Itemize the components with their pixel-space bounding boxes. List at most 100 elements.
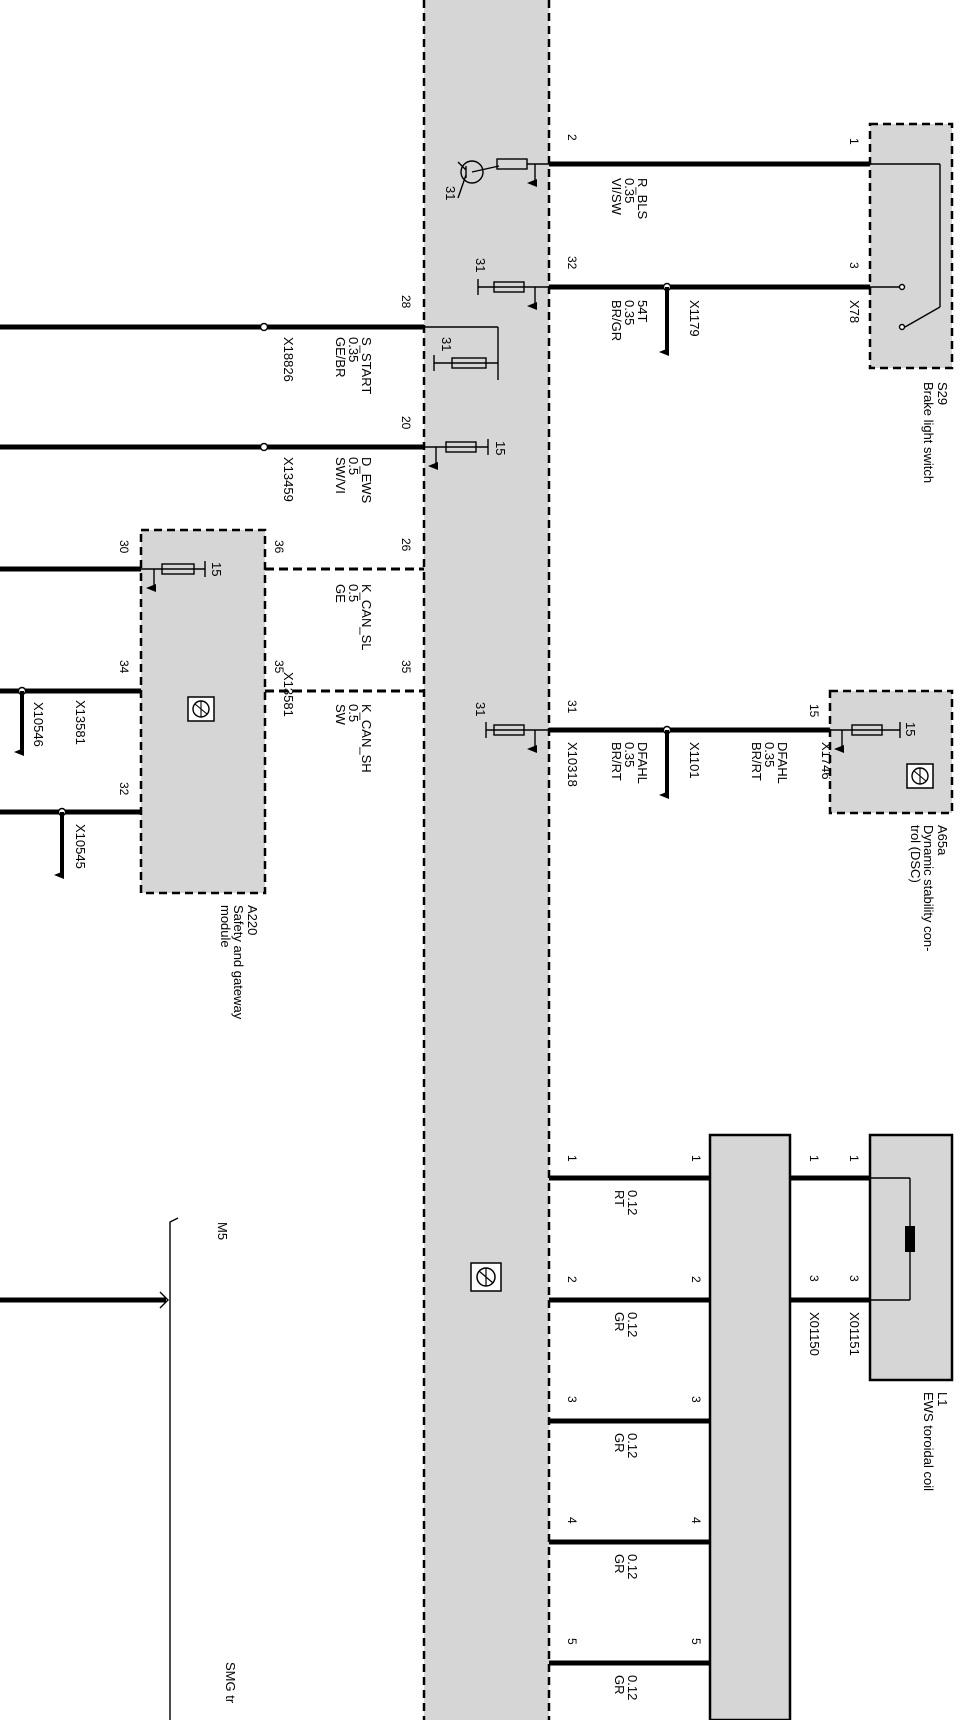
svg-text:S_START: S_START — [359, 337, 374, 394]
resistor-icon: 31 — [473, 258, 549, 310]
pin-2-label: 2 — [565, 134, 579, 141]
svg-text:0.12: 0.12 — [625, 1190, 640, 1215]
svg-text:SW/VI: SW/VI — [333, 457, 348, 494]
svg-text:0.35: 0.35 — [622, 178, 637, 203]
pin-20-label: 20 — [399, 416, 413, 430]
d-ews-wire-label: D_EWS 0.5 SW/VI X13459 — [281, 457, 374, 504]
svg-text:5: 5 — [565, 1638, 579, 1645]
svg-text:module: module — [218, 905, 233, 948]
resistor-icon: 15 — [141, 561, 224, 592]
svg-text:0.12: 0.12 — [625, 1312, 640, 1337]
svg-text:0.12: 0.12 — [625, 1433, 640, 1458]
svg-text:D_EWS: D_EWS — [359, 457, 374, 504]
l1-connector-label: X01151 — [847, 1312, 862, 1356]
svg-text:L1: L1 — [935, 1392, 950, 1406]
a65a-module-body — [830, 691, 952, 813]
svg-text:X13581: X13581 — [281, 672, 296, 717]
svg-text:X1179: X1179 — [687, 300, 702, 337]
svg-text:0.12: 0.12 — [625, 1675, 640, 1700]
svg-text:0.5: 0.5 — [346, 584, 361, 602]
svg-text:GR: GR — [612, 1675, 627, 1695]
svg-text:Safety and gateway: Safety and gateway — [231, 905, 246, 1020]
54t-wire-label: 54T 0.35 BR/GR X1179 — [609, 300, 702, 341]
wire-node — [259, 442, 269, 452]
l1-caption: L1 EWS toroidal coil — [921, 1392, 950, 1491]
pin-32-label: 32 — [565, 256, 579, 270]
note-m5: M5 — [215, 1222, 230, 1240]
a65a-module-border — [828, 689, 954, 815]
svg-text:Dynamic stability con-: Dynamic stability con- — [921, 825, 936, 951]
svg-text:3: 3 — [689, 1396, 703, 1403]
ground-31-label: 31 — [473, 258, 488, 272]
resistor-icon: 15 — [424, 439, 508, 470]
a65a-pin-15-label: 15 — [807, 704, 821, 718]
a220-connector-label: X10546 — [31, 702, 46, 747]
svg-text:X13459: X13459 — [281, 457, 296, 502]
svg-text:54T: 54T — [635, 300, 650, 322]
supply-15-label: 15 — [493, 441, 508, 455]
s29-caption: S29 Brake light switch — [921, 382, 950, 483]
module-chip-icon — [906, 763, 934, 789]
l1-pin-label: 3 — [807, 1275, 821, 1282]
pin-26-label: 26 — [399, 538, 413, 552]
l1-pin-label: 3 — [847, 1275, 861, 1282]
supply-15-label: 15 — [209, 562, 224, 576]
svg-text:GE/BR: GE/BR — [333, 337, 348, 377]
svg-text:GR: GR — [612, 1554, 627, 1574]
svg-text:EWS toroidal coil: EWS toroidal coil — [921, 1392, 936, 1491]
bottom-wire-3: 3 3 0.12 GR — [549, 1396, 710, 1458]
a220-pin-34-label: 34 — [117, 660, 131, 674]
l1-connector-label: X01150 — [807, 1312, 822, 1356]
ground-31-label: 31 — [473, 702, 488, 716]
svg-text:DFAHL: DFAHL — [635, 742, 650, 784]
svg-text:3: 3 — [565, 1396, 579, 1403]
svg-text:R_BLS: R_BLS — [635, 178, 650, 220]
svg-text:BR/RT: BR/RT — [749, 742, 764, 781]
k-can-sh-wire-label: K_CAN_SH 0.5 SW X13581 — [281, 672, 374, 773]
svg-text:K_CAN_SL: K_CAN_SL — [359, 584, 374, 650]
svg-text:0.35: 0.35 — [346, 337, 361, 362]
pin-35-label: 35 — [399, 660, 413, 674]
switch-icon — [870, 163, 941, 331]
bottom-wire-1: 1 1 0.12 RT — [549, 1155, 710, 1215]
svg-text:GR: GR — [612, 1433, 627, 1453]
svg-text:S29: S29 — [935, 382, 950, 405]
svg-text:0.35: 0.35 — [762, 742, 777, 767]
bottom-wire-2: 2 2 0.12 GR — [549, 1276, 710, 1337]
svg-text:BR/RT: BR/RT — [609, 742, 624, 781]
svg-text:trol (DSC): trol (DSC) — [908, 825, 923, 883]
s29-pin-3-label: 3 — [847, 262, 861, 269]
a220-pin-36-label: 36 — [272, 540, 286, 554]
a220-pin-32-label: 32 — [117, 782, 131, 796]
ground-31-label: 31 — [439, 337, 454, 351]
s-start-wire-label: S_START 0.35 GE/BR X18826 — [281, 337, 374, 394]
a65a-caption: A65a Dynamic stability con- trol (DSC) — [908, 825, 950, 951]
transistor-icon: 31 — [443, 158, 549, 200]
svg-text:X1101: X1101 — [687, 742, 702, 779]
l1-pin-label: 1 — [847, 1155, 861, 1162]
svg-text:2: 2 — [689, 1276, 703, 1283]
module-chip-icon — [470, 1262, 502, 1292]
svg-text:VI/SW: VI/SW — [609, 178, 624, 216]
s29-component-border — [868, 122, 954, 370]
module-chip-icon — [187, 696, 215, 722]
svg-text:K_CAN_SH: K_CAN_SH — [359, 704, 374, 773]
a220-pin-30-label: 30 — [117, 540, 131, 554]
a220-caption: A220 Safety and gateway module — [218, 905, 260, 1020]
svg-text:0.35: 0.35 — [622, 300, 637, 325]
supply-15-label: 15 — [903, 722, 918, 736]
note-smg: SMG tr — [223, 1662, 238, 1704]
resistor-icon: 15 — [830, 722, 918, 753]
a220-pin-35-label: 35 — [272, 660, 286, 674]
r-bls-wire-label: R_BLS 0.35 VI/SW — [609, 178, 650, 220]
resistor-icon: 31 — [424, 326, 499, 380]
svg-text:0.5: 0.5 — [346, 457, 361, 475]
svg-text:GE: GE — [333, 584, 348, 603]
svg-text:A65a: A65a — [935, 825, 950, 856]
a220-connector-label: X13581 — [73, 700, 88, 745]
bracket-arrow — [159, 1291, 169, 1309]
svg-text:X10318: X10318 — [565, 742, 580, 787]
pin-31-label: 31 — [565, 700, 579, 714]
